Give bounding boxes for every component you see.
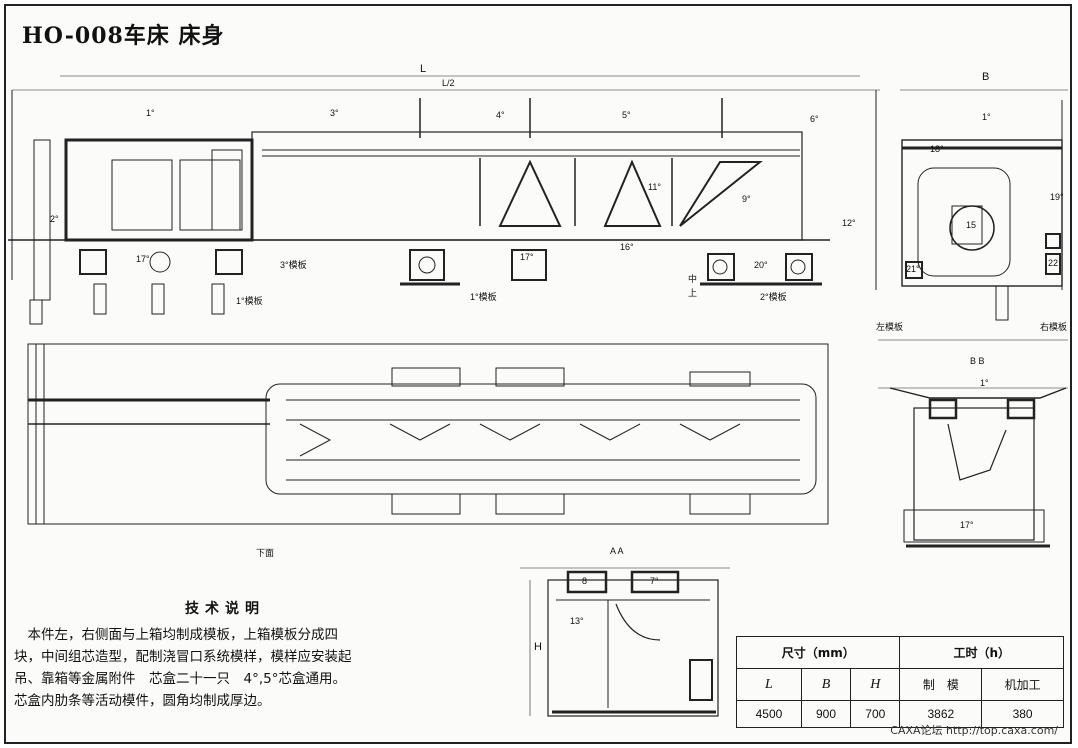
label-plate-2: 2°模板 — [760, 291, 787, 302]
drawing-sheet — [4, 4, 1072, 744]
front-elevation-view — [8, 75, 880, 325]
spec-col-L: L — [736, 668, 802, 702]
notes-line: 本件左，右侧面与上箱均制成模板，上箱模板分成四 — [14, 627, 338, 643]
label-mark-13: 13° — [570, 616, 584, 626]
section-bb-view — [878, 339, 1068, 548]
label-mark-11: 11° — [648, 182, 661, 192]
label-mark-17-bb: 17° — [960, 520, 974, 530]
label-H: H — [534, 641, 542, 653]
label-mark-1: 1° — [146, 108, 155, 118]
label-mark-19: 19° — [1050, 192, 1064, 202]
label-section-bb: B B — [970, 356, 985, 366]
spec-table: 尺寸（mm） 工时（h） L B H 制 模 机加工 4500 900 700 … — [735, 635, 1064, 728]
spec-group-hours: 工时（h） — [899, 635, 1064, 670]
label-mark-16: 16° — [620, 242, 634, 252]
label-plate-1b: 1°模板 — [236, 295, 263, 306]
label-mark-17-front: 17° — [520, 252, 534, 262]
plan-view — [27, 343, 829, 525]
label-mark-21: 21° — [906, 264, 920, 274]
label-mark-9: 9° — [742, 194, 751, 204]
notes-line: 块，中间组芯造型，配制浇冒口系统模样，模样应安装起 — [14, 649, 352, 665]
label-L-half: L/2 — [442, 78, 455, 88]
end-section-view — [900, 89, 1068, 321]
label-B: B — [982, 71, 989, 83]
spec-col-pattern: 制 模 — [899, 668, 983, 702]
watermark: CAXA论坛 http://top.caxa.com/ — [890, 724, 1058, 737]
spec-value-pattern: 3862 — [899, 700, 983, 728]
notes-line: 吊、靠箱等金属附件 芯盒二十一只 4°,5°芯盒通用。 — [14, 671, 346, 687]
label-mark-22: 22 — [1048, 258, 1058, 268]
label-mark-17: 17° — [136, 254, 150, 264]
label-mark-18: 18° — [930, 144, 944, 154]
label-mark-1-bb: 1° — [980, 378, 989, 388]
label-plate-left: 左模板 — [876, 321, 903, 332]
label-mark-2: 2° — [50, 214, 59, 224]
label-section-aa: A A — [610, 546, 624, 556]
label-plate-1: 1°模板 — [470, 291, 497, 302]
label-bottom-face: 下面 — [256, 548, 274, 558]
label-mark-5: 5° — [622, 110, 631, 120]
label-mark-15: 15 — [966, 220, 976, 230]
label-mark-6: 6° — [810, 114, 819, 124]
spec-value-machining: 380 — [981, 700, 1064, 728]
label-mid: 中 — [688, 273, 697, 284]
label-plate-right: 右模板 — [1040, 321, 1067, 332]
notes-line: 芯盒内肋条等活动模件，圆角均制成厚边。 — [14, 693, 271, 709]
label-mark-1-end: 1° — [982, 112, 991, 122]
spec-col-B: B — [800, 668, 852, 702]
spec-col-H: H — [850, 668, 901, 702]
label-mark-4: 4° — [496, 110, 505, 120]
label-mark-7: 7° — [650, 576, 659, 586]
label-mark-3: 3° — [330, 108, 339, 118]
label-mark-8: 8 — [582, 576, 587, 586]
spec-col-machining: 机加工 — [981, 668, 1064, 702]
drawing-title: HO-008车床 床身 — [22, 23, 225, 49]
spec-value-B: 900 — [800, 700, 852, 728]
spec-group-dimensions: 尺寸（mm） — [735, 635, 901, 670]
spec-value-H: 700 — [850, 700, 901, 728]
label-L: L — [420, 63, 426, 75]
label-plate-3: 3°模板 — [280, 259, 307, 270]
technical-notes: 本件左，右侧面与上箱均制成模板，上箱模板分成四 块，中间组芯造型，配制浇冒口系统… — [14, 624, 454, 712]
notes-heading: 技术说明 — [185, 601, 265, 617]
spec-value-L: 4500 — [736, 700, 802, 728]
section-aa-view — [520, 567, 730, 717]
label-up: 上 — [688, 288, 697, 298]
label-mark-20: 20° — [754, 260, 768, 270]
label-mark-12: 12° — [842, 218, 856, 228]
